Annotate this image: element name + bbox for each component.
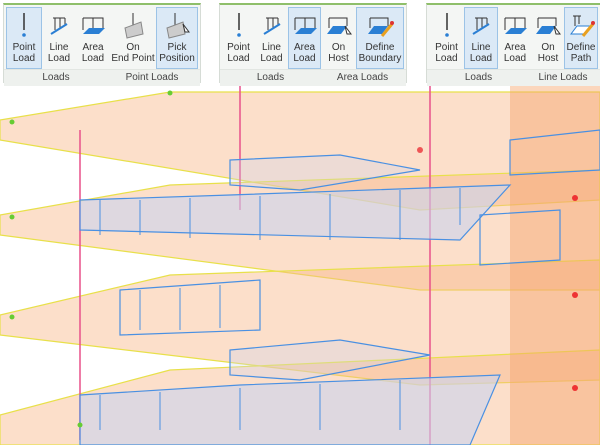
button-label-line1: Define — [365, 42, 395, 53]
area-load-icon — [294, 17, 317, 34]
button-label-line2: Path — [570, 53, 592, 64]
ribbon-panel-2: Point Load Line Load Area Load On Host D… — [219, 3, 407, 86]
button-label-line2: Load — [503, 53, 527, 64]
group-label: Loads — [256, 72, 285, 83]
button-label-line1: On — [126, 42, 140, 53]
nodes — [9, 90, 578, 428]
define-boundary-button[interactable]: Define Boundary — [356, 7, 404, 69]
group-label: Area Loads — [336, 72, 389, 83]
point-load-icon — [22, 13, 26, 37]
button-label-line1: Area — [293, 42, 316, 53]
button-label-line2: Load — [435, 53, 458, 64]
ribbon-panel-1: Point Load Line Load Area Load On End Po… — [3, 3, 201, 86]
line-load-icon — [50, 17, 68, 35]
line-load-button[interactable]: Line Load — [464, 7, 498, 69]
button-label-line2: Load — [47, 53, 71, 64]
ribbon-panel-3: Point Load Line Load Area Load On Host D… — [426, 3, 600, 86]
load-arrows — [99, 188, 461, 430]
button-label-line1: Point — [227, 42, 250, 53]
on-end-point-icon — [124, 13, 144, 39]
button-label-line1: Pick — [167, 42, 187, 53]
define-path-button[interactable]: Define Path — [564, 7, 598, 69]
on-end-point-button[interactable]: On End Point — [110, 7, 156, 69]
line-load-icon — [262, 17, 281, 35]
button-label-line1: On — [331, 42, 346, 53]
button-label-line2: Load — [293, 53, 316, 64]
button-label-line1: Line — [262, 42, 281, 53]
pick-position-button[interactable]: Pick Position — [156, 7, 198, 69]
button-label-line2: Host — [328, 53, 349, 64]
button-label-line1: Line — [471, 42, 491, 53]
group-label: Line Loads — [538, 72, 588, 83]
point-load-button[interactable]: Point Load — [222, 7, 255, 69]
point-load-icon — [236, 13, 241, 37]
button-label-line1: Define — [566, 42, 596, 53]
button-label-line2: Host — [537, 53, 559, 64]
area-load-icon — [82, 17, 105, 34]
define-boundary-icon — [368, 17, 394, 37]
point-load-button[interactable]: Point Load — [6, 7, 42, 69]
button-label-line1: Point — [12, 42, 36, 53]
button-label-line2: Load — [260, 53, 283, 64]
button-label-line1: Point — [435, 42, 458, 53]
button-label-line2: Load — [469, 53, 493, 64]
point-load-button[interactable]: Point Load — [429, 7, 464, 69]
pick-position-icon — [166, 13, 190, 39]
area-load-button[interactable]: Area Load — [498, 7, 532, 69]
button-label-line1: Area — [82, 42, 104, 53]
on-host-icon — [326, 17, 352, 35]
button-label-line2: Load — [12, 53, 36, 64]
group-label: Loads — [42, 72, 70, 83]
area-loads — [79, 129, 600, 445]
button-label-line2: Boundary — [358, 53, 402, 64]
point-load-icon — [444, 13, 449, 37]
button-label-line1: Area — [504, 42, 526, 53]
on-host-button[interactable]: On Host — [321, 7, 356, 69]
button-label-line2: Position — [159, 53, 195, 64]
button-label-line1: On — [541, 42, 555, 53]
button-label-line2: Load — [227, 53, 250, 64]
area-load-button[interactable]: Area Load — [76, 7, 110, 69]
button-label-line2: End Point — [111, 53, 155, 64]
line-load-icon — [472, 17, 490, 35]
button-label-line2: Load — [81, 53, 105, 64]
area-load-button[interactable]: Area Load — [288, 7, 321, 69]
button-label-line1: Line — [49, 42, 69, 53]
define-path-icon — [570, 15, 595, 37]
on-host-button[interactable]: On Host — [532, 7, 564, 69]
group-label: Point Loads — [125, 72, 179, 83]
line-load-button[interactable]: Line Load — [42, 7, 76, 69]
on-host-icon — [536, 17, 561, 35]
group-label: Loads — [464, 72, 493, 83]
area-load-icon — [504, 17, 527, 34]
line-load-button[interactable]: Line Load — [255, 7, 288, 69]
